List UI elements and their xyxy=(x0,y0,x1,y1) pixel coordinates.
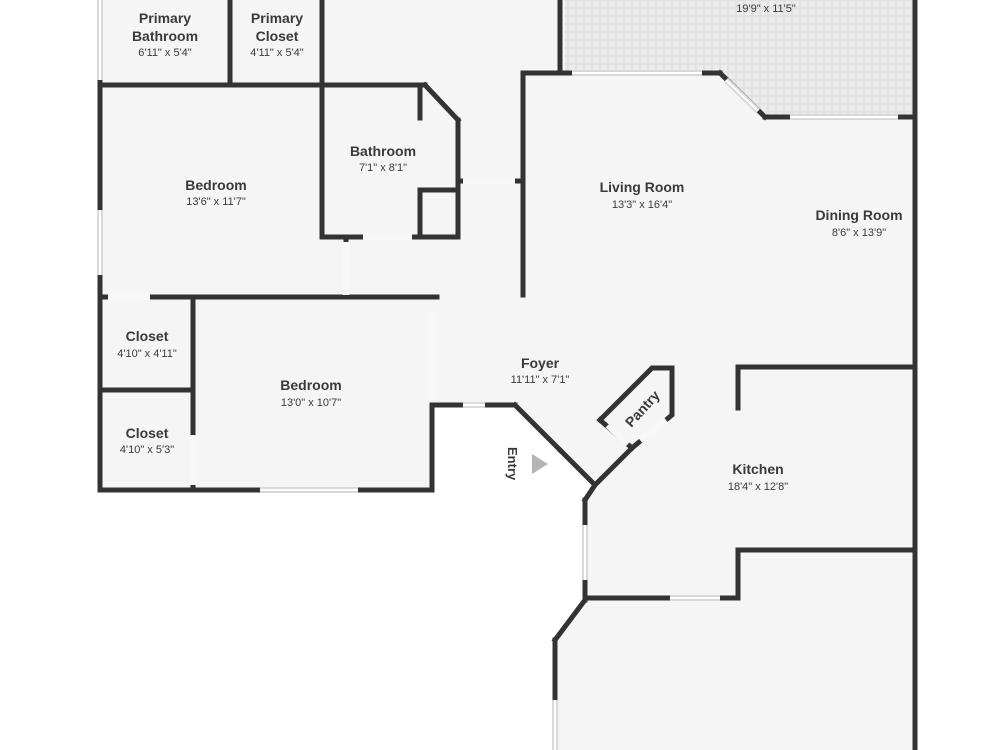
primary-closet-name-line2: Closet xyxy=(256,28,299,44)
door-gap xyxy=(605,422,631,447)
living-room-dims: 13'3" x 16'4" xyxy=(612,199,672,211)
door-openings xyxy=(108,177,669,485)
dining-room-name: Dining Room xyxy=(815,207,902,223)
floor-areas xyxy=(100,0,915,750)
closet-1-dims: 4'10" x 4'11" xyxy=(117,348,177,360)
patio-area xyxy=(565,0,915,117)
primary-bathroom-dims: 6'11" x 5'4" xyxy=(138,47,191,59)
kitchen-name: Kitchen xyxy=(732,461,783,477)
patio-dims: 19'9" x 11'5" xyxy=(736,3,796,15)
bedroom-2-name: Bedroom xyxy=(280,377,341,393)
primary-closet-dims: 4'11" x 5'4" xyxy=(250,47,303,59)
entry-marker: Entry xyxy=(505,447,548,481)
bathroom-dims: 7'1" x 8'1" xyxy=(359,162,407,174)
bedroom-2-dims: 13'0" x 10'7" xyxy=(281,397,341,409)
bedroom-1-dims: 13'6" x 11'7" xyxy=(186,196,246,208)
foyer-dims: 11'11" x 7'1" xyxy=(511,374,570,386)
foyer-name: Foyer xyxy=(521,355,560,371)
closet-2-dims: 4'10" x 5'3" xyxy=(120,444,174,456)
entry-arrow-icon xyxy=(532,454,548,474)
dining-room-dims: 8'6" x 13'9" xyxy=(832,227,886,239)
primary-closet-name-line1: Primary xyxy=(251,10,303,26)
primary-bathroom-name-line1: Primary xyxy=(139,10,191,26)
kitchen-dims: 18'4" x 12'8" xyxy=(728,481,788,493)
entry-label: Entry xyxy=(505,447,520,481)
closet-2-name: Closet xyxy=(126,425,169,441)
windows xyxy=(97,0,898,750)
closet-1-name: Closet xyxy=(126,328,169,344)
bedroom-1-name: Bedroom xyxy=(185,177,246,193)
primary-bathroom-name-line2: Bathroom xyxy=(132,28,198,44)
door-gap xyxy=(637,417,669,443)
bathroom-name: Bathroom xyxy=(350,143,416,159)
living-room-name: Living Room xyxy=(600,179,685,195)
